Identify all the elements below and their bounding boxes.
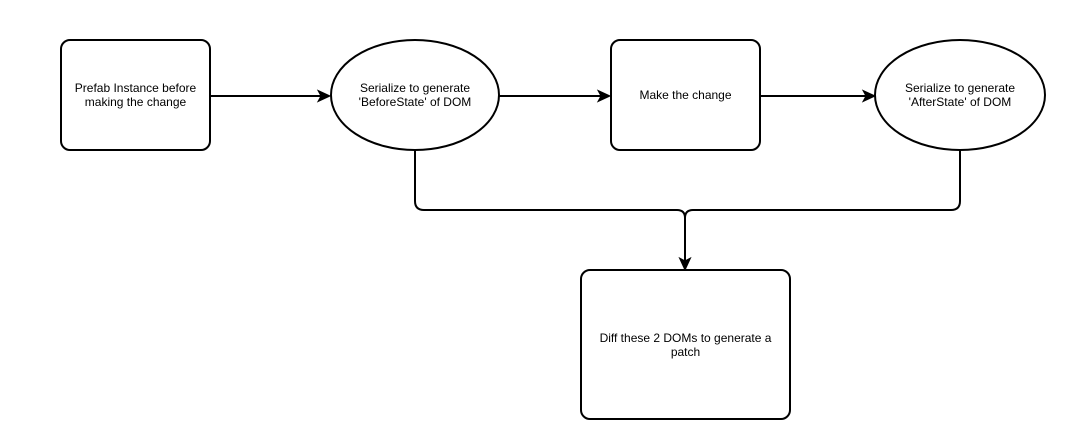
label-serialize-after: Serialize to generate 'AfterState' of DO… bbox=[904, 81, 1016, 109]
edge-serialize-before-to-diff bbox=[414, 150, 686, 262]
label-make-change: Make the change bbox=[639, 88, 732, 102]
node-prefab-instance bbox=[60, 39, 211, 151]
label-prefab-instance: Prefab Instance before making the change bbox=[74, 81, 197, 109]
arrowhead-serialize-after bbox=[861, 89, 877, 103]
arrowhead-make-change bbox=[596, 89, 612, 103]
node-diff-doms bbox=[580, 269, 791, 420]
label-serialize-before: Serialize to generate 'BeforeState' of D… bbox=[358, 81, 472, 109]
arrowhead-serialize-before bbox=[316, 89, 332, 103]
node-serialize-after bbox=[874, 39, 1046, 151]
label-diff-doms: Diff these 2 DOMs to generate a patch bbox=[599, 330, 772, 359]
node-serialize-before bbox=[330, 39, 500, 151]
arrowhead-diff bbox=[678, 256, 692, 272]
edge-serialize-after-to-diff bbox=[684, 150, 961, 219]
node-make-change bbox=[610, 39, 761, 151]
